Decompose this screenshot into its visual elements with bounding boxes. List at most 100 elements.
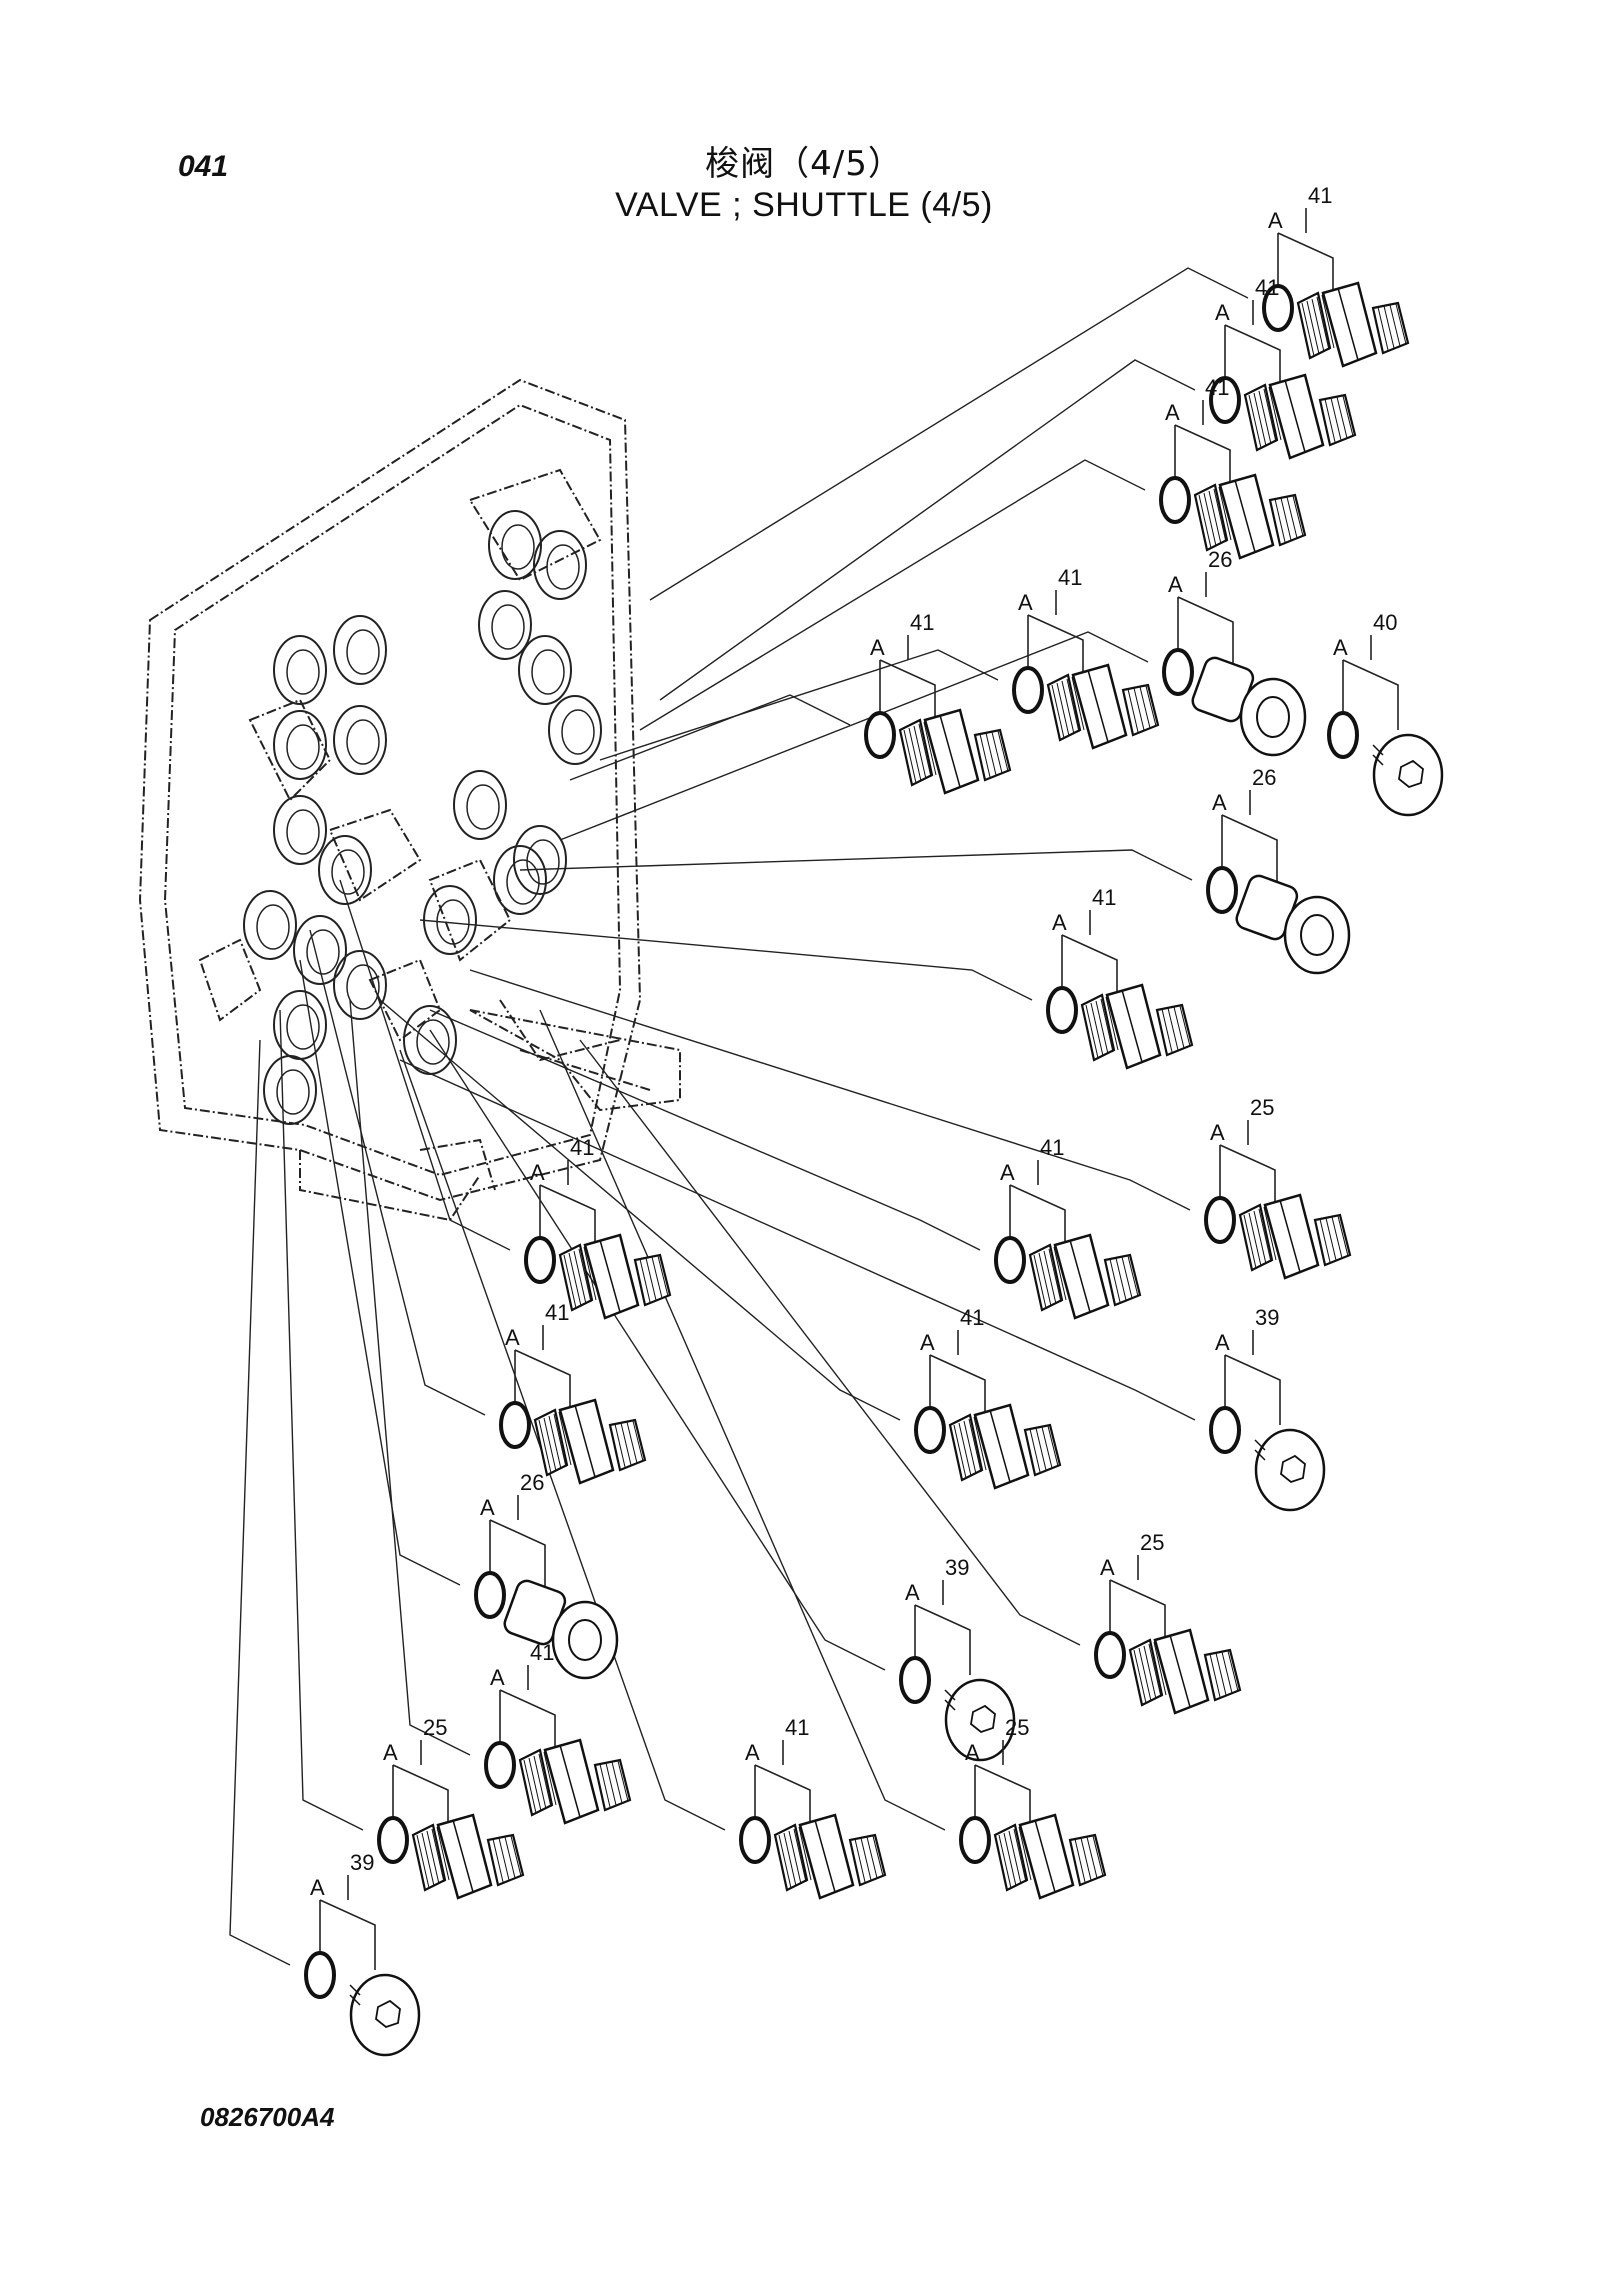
page-title: VALVE ; SHUTTLE (4/5) bbox=[615, 186, 993, 224]
part-number: 25 bbox=[1250, 1095, 1274, 1120]
leader-line bbox=[349, 999, 471, 1756]
thread-line bbox=[1179, 1005, 1191, 1047]
thread-line bbox=[1080, 1837, 1092, 1881]
leader-line bbox=[299, 959, 461, 1586]
thread-line bbox=[1115, 1257, 1127, 1301]
thread-line bbox=[998, 1834, 1012, 1889]
thread-line bbox=[1109, 1258, 1121, 1303]
thread-line bbox=[1100, 998, 1114, 1053]
callout-bracket bbox=[1109, 1555, 1166, 1650]
fitting-nipple bbox=[1203, 1648, 1242, 1702]
fitting-hex bbox=[1268, 373, 1325, 460]
thread-line bbox=[958, 1422, 972, 1477]
o-ring bbox=[304, 1951, 336, 1999]
thread-line bbox=[1047, 1425, 1059, 1467]
fitting-hex bbox=[1053, 1233, 1110, 1320]
callout-plug: 40A bbox=[1327, 610, 1444, 817]
hex-edge bbox=[1034, 1819, 1056, 1893]
thread-line bbox=[854, 1838, 866, 1883]
valve-port bbox=[273, 795, 327, 865]
part-number: 41 bbox=[960, 1305, 984, 1330]
o-ring bbox=[1262, 284, 1294, 332]
thread-line bbox=[1090, 1002, 1104, 1057]
hex-edge bbox=[814, 1819, 836, 1893]
thread-line bbox=[1074, 1838, 1086, 1883]
callout-bracket bbox=[914, 1580, 971, 1675]
o-ring bbox=[1206, 866, 1238, 914]
callout-bracket bbox=[1221, 790, 1278, 885]
o-ring bbox=[474, 1571, 506, 1619]
part-number: 26 bbox=[1252, 765, 1276, 790]
thread-line bbox=[639, 1258, 651, 1303]
thread-line bbox=[1253, 392, 1267, 447]
fitting-nipple bbox=[1068, 1833, 1107, 1887]
thread-line bbox=[543, 1417, 557, 1472]
o-ring bbox=[1162, 648, 1194, 696]
thread-line bbox=[426, 1830, 440, 1885]
hex-edge bbox=[1234, 479, 1256, 553]
thread-line bbox=[1008, 1830, 1022, 1885]
valve-port-thread bbox=[286, 1004, 320, 1050]
fitting-hex bbox=[1321, 281, 1378, 368]
part-number: 41 bbox=[1092, 885, 1116, 910]
thread-line bbox=[1095, 1000, 1109, 1055]
seal-label: A bbox=[870, 635, 885, 660]
callout-adapter: 26A bbox=[1206, 765, 1351, 975]
adapter-bore bbox=[568, 1619, 602, 1661]
seal-label: A bbox=[965, 1740, 980, 1765]
part-number: 25 bbox=[1140, 1530, 1164, 1555]
callout-plug: 39A bbox=[304, 1850, 421, 2057]
thread-line bbox=[913, 725, 927, 780]
thread-line bbox=[1056, 682, 1070, 737]
thread-line bbox=[968, 1418, 982, 1473]
page-title-chinese: 梭阀（4/5） bbox=[705, 144, 903, 184]
thread-line bbox=[1330, 397, 1342, 441]
hex-edge bbox=[1169, 1634, 1191, 1708]
thread-line bbox=[1033, 1254, 1047, 1309]
o-ring bbox=[914, 1406, 946, 1454]
fitting-hex bbox=[1018, 1813, 1075, 1900]
thread-line bbox=[991, 731, 1003, 774]
part-number: 39 bbox=[945, 1555, 969, 1580]
thread-line bbox=[543, 1751, 557, 1806]
fitting-nipple bbox=[848, 1833, 887, 1887]
leader-line bbox=[429, 1029, 886, 1671]
valve-port bbox=[518, 635, 572, 705]
leader-line bbox=[339, 879, 511, 1251]
o-ring bbox=[1209, 376, 1241, 424]
hex-edge bbox=[1087, 669, 1109, 743]
valve-port bbox=[488, 510, 542, 580]
part-number: 41 bbox=[545, 1300, 569, 1325]
thread-line bbox=[1227, 1650, 1239, 1692]
seal-label: A bbox=[1000, 1160, 1015, 1185]
thread-line bbox=[1321, 294, 1335, 349]
thread-line bbox=[1263, 1206, 1277, 1261]
thread-line bbox=[1138, 1647, 1152, 1702]
seal-label: A bbox=[383, 1740, 398, 1765]
hex-socket bbox=[970, 1704, 996, 1734]
valve-port-thread bbox=[491, 604, 525, 650]
valve-port bbox=[513, 825, 567, 895]
valve-port bbox=[333, 950, 387, 1020]
thread-line bbox=[1127, 688, 1139, 733]
thread-line bbox=[1173, 1006, 1185, 1049]
thread-line bbox=[1203, 492, 1217, 547]
thread-line bbox=[1218, 486, 1232, 541]
thread-line bbox=[620, 1422, 632, 1466]
o-ring bbox=[899, 1656, 931, 1704]
thread-line bbox=[1263, 388, 1277, 443]
thread-line bbox=[1071, 676, 1085, 731]
thread-line bbox=[1280, 497, 1292, 541]
fitting-hex bbox=[1218, 473, 1275, 560]
callout-fitting: 25A bbox=[1094, 1530, 1242, 1715]
fitting-hex bbox=[1153, 1628, 1210, 1715]
thread-line bbox=[783, 1832, 797, 1887]
thread-line bbox=[1061, 680, 1075, 735]
thread-line bbox=[778, 1834, 792, 1889]
thread-line bbox=[1286, 496, 1298, 539]
fitting-hex bbox=[1105, 983, 1162, 1070]
thread-line bbox=[510, 1835, 522, 1877]
thread-line bbox=[788, 1830, 802, 1885]
fitting-hex bbox=[436, 1813, 493, 1900]
